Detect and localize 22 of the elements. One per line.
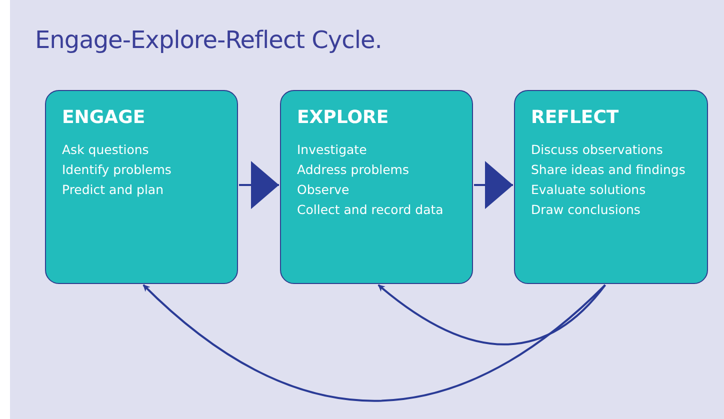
stage-box <box>514 90 708 284</box>
activity-text: Evaluate solutions <box>531 181 646 199</box>
activity-text: Identify problems <box>62 161 172 179</box>
activity-text: Draw conclusions <box>531 201 640 219</box>
activity-text: Address problems <box>297 161 409 179</box>
activity-text: Ask questions <box>62 141 149 159</box>
stage-heading: EXPLORE <box>297 107 389 128</box>
curved-arrow <box>142 284 606 402</box>
activity-text: Predict and plan <box>62 181 164 199</box>
activity-text: Observe <box>297 181 350 199</box>
stage-heading: ENGAGE <box>62 107 146 128</box>
stage-heading: REFLECT <box>531 107 619 128</box>
activity-text: Collect and record data <box>297 201 444 219</box>
activity-text: Discuss observations <box>531 141 663 159</box>
title: Engage-Explore-Reflect Cycle. <box>35 26 382 54</box>
chevron-arrow <box>239 161 279 210</box>
activity-text: Investigate <box>297 141 367 159</box>
stage-box <box>280 90 473 284</box>
curved-arrow <box>378 284 606 346</box>
stage-box <box>45 90 238 284</box>
activity-text: Share ideas and findings <box>531 161 686 179</box>
chevron-arrow <box>474 161 513 210</box>
